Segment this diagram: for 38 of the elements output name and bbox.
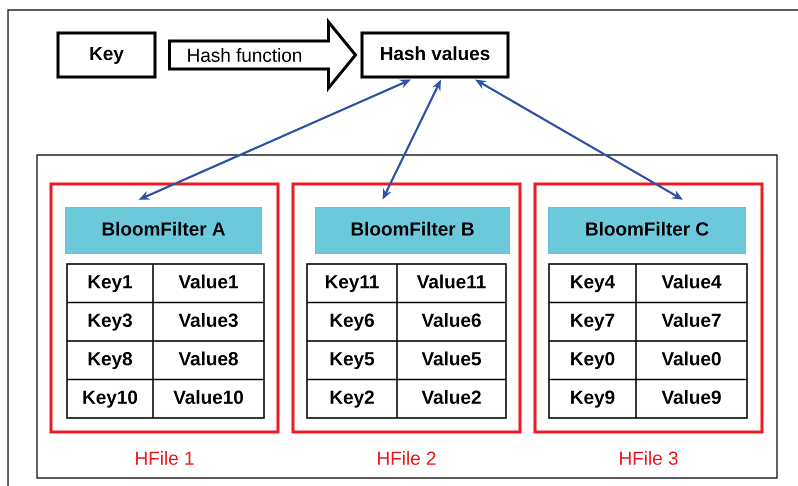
process-box: Key [56,32,156,78]
file-box [534,182,764,434]
container-box [36,154,778,479]
table-cell: Value3 [178,313,238,327]
filter-box: BloomFilter C [548,207,746,254]
table-cell: Key2 [330,390,374,408]
table-cell: Value0 [662,352,721,366]
table-cell: Key6 [330,314,374,331]
table-cell: Value6 [422,313,481,327]
table-cell: Key7 [571,314,614,331]
table-cell: Value11 [416,274,486,288]
process-box: Hash values [360,32,510,78]
edge-label: Hash function [188,48,302,62]
filter-box: BloomFilter A [65,207,262,254]
table-cell: Value8 [178,352,238,366]
table-cell: Key5 [330,352,374,370]
file-box [50,182,280,434]
table-cell: Key1 [88,275,132,292]
table-cell: Value10 [173,390,243,404]
table-cell: Value7 [662,313,721,327]
table-cell: Value4 [662,274,722,288]
table-cell: Key9 [571,390,614,408]
file-caption: HFile 2 [378,451,436,465]
table-cell: Key0 [571,352,614,370]
table-cell: Key3 [88,314,132,331]
table-cell: Key4 [571,275,616,292]
table-cell: Value1 [178,274,238,288]
table-cell: Key11 [326,275,379,292]
filter-box: BloomFilter B [315,207,510,254]
table-cell: Value5 [422,352,481,366]
block-arrow [168,18,358,92]
table-cell: Key10 [83,390,138,408]
file-box [292,182,522,434]
table-cell: Value2 [422,390,481,404]
file-caption: HFile 3 [620,451,678,465]
file-caption: HFile 1 [136,451,194,465]
table-cell: Key8 [88,352,132,370]
table-cell: Value9 [662,390,721,404]
